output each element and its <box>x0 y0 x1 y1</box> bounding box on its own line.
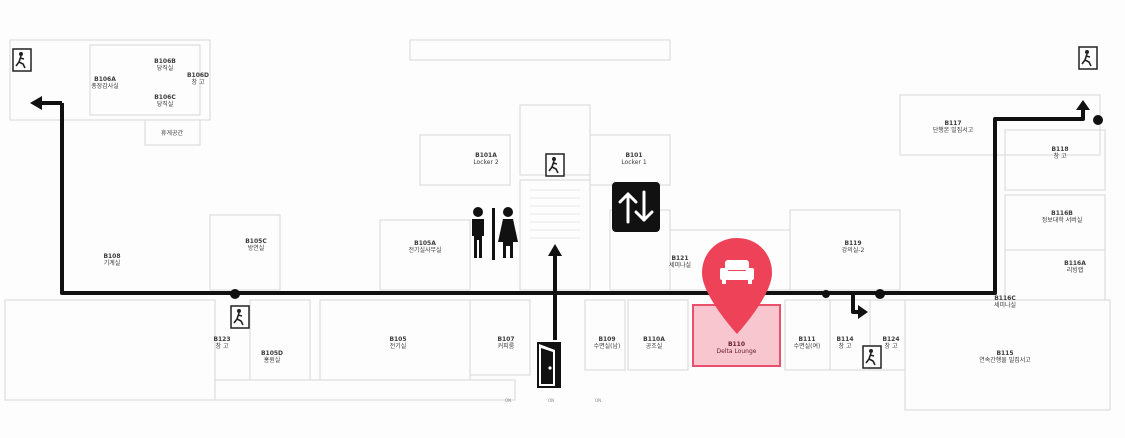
emergency-exit-icon <box>12 48 32 72</box>
scale-mark: ON <box>548 398 555 403</box>
scale-mark: ON <box>595 398 602 403</box>
location-pin-sofa-icon[interactable] <box>700 236 774 336</box>
emergency-exit-icon <box>545 153 565 177</box>
emergency-exit-icon <box>230 305 250 329</box>
entrance-door-icon[interactable] <box>533 340 565 390</box>
emergency-exit-icon <box>862 345 882 369</box>
route-path <box>40 101 1085 340</box>
elevator-updown-icon[interactable] <box>612 182 660 232</box>
scale-mark: ON <box>505 398 512 403</box>
emergency-exit-icon <box>1078 46 1098 70</box>
restroom-icon[interactable] <box>468 206 520 261</box>
room-rest-area: 휴게공간 <box>160 130 184 137</box>
